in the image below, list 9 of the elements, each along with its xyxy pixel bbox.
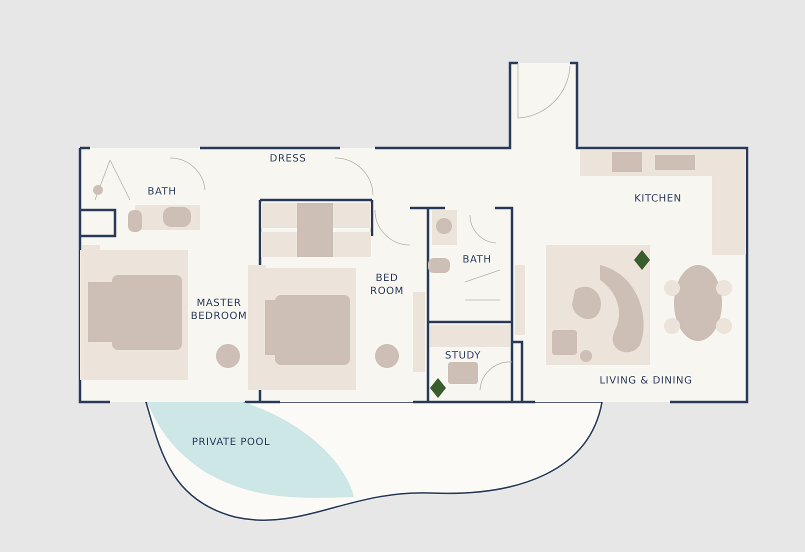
room-label: BED ROOM [369, 272, 405, 298]
room-label: MASTER BEDROOM [190, 297, 248, 323]
room-label: STUDY [444, 350, 482, 362]
room-label: BATH [462, 254, 492, 266]
room-label: BATH [146, 186, 178, 198]
pool-label: PRIVATE POOL [192, 436, 270, 448]
room-label: KITCHEN [633, 192, 683, 206]
room-label: DRESS [268, 152, 308, 166]
room-label: LIVING & DINING [598, 374, 694, 388]
